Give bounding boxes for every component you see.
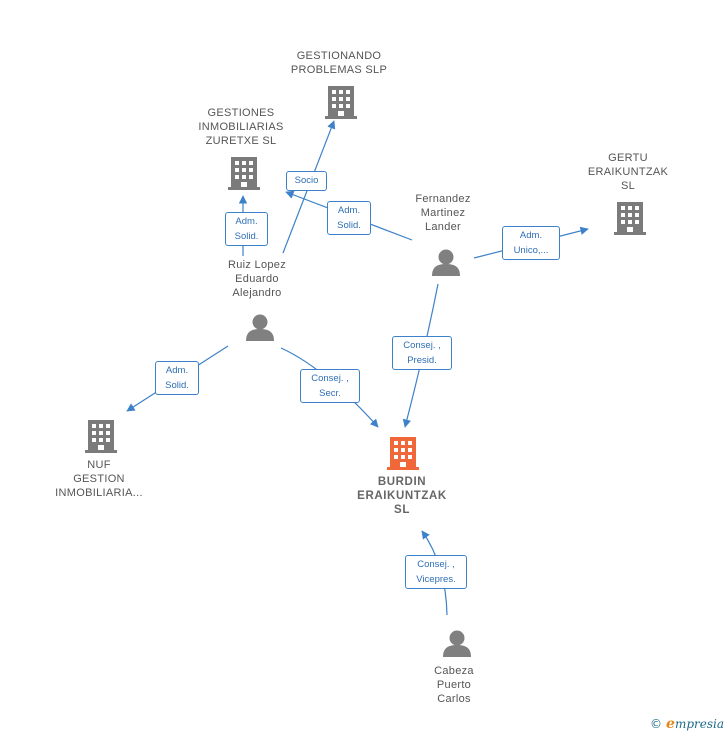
- node-label-cabeza[interactable]: Cabeza Puerto Carlos: [434, 665, 474, 705]
- building-icon[interactable]: [387, 437, 419, 470]
- person-icon[interactable]: [246, 314, 274, 342]
- node-label-zuretxe[interactable]: GESTIONES INMOBILIARIAS ZURETXE SL: [198, 107, 284, 147]
- edge-label-consej-presid[interactable]: Consej. , Presid.: [392, 336, 452, 370]
- building-icon[interactable]: [228, 157, 260, 190]
- building-icon[interactable]: [325, 86, 357, 119]
- node-label-nuf[interactable]: NUF GESTION INMOBILIARIA...: [55, 459, 143, 499]
- person-icon[interactable]: [432, 249, 460, 277]
- edge-label-adm-solid-zuretxe[interactable]: Adm. Solid.: [225, 212, 268, 246]
- brand-initial: e: [666, 716, 675, 732]
- edge-label-consej-vicepres[interactable]: Consej. , Vicepres.: [405, 555, 467, 589]
- edge-label-adm-unico[interactable]: Adm. Unico,...: [502, 226, 560, 260]
- node-label-gestionando[interactable]: GESTIONANDO PROBLEMAS SLP: [290, 50, 388, 76]
- node-label-gertu[interactable]: GERTU ERAIKUNTZAK SL: [587, 152, 669, 192]
- person-icon[interactable]: [443, 630, 471, 658]
- building-icon[interactable]: [85, 420, 117, 453]
- node-label-fernandez[interactable]: Fernandez Martinez Lander: [415, 193, 471, 233]
- copyright-symbol: ©: [650, 717, 663, 731]
- node-label-ruiz[interactable]: Ruiz Lopez Eduardo Alejandro: [227, 259, 287, 299]
- edge-label-consej-secr[interactable]: Consej. , Secr.: [300, 369, 360, 403]
- brand-logo: ©empresia: [650, 716, 724, 732]
- brand-name: mpresia: [674, 717, 724, 731]
- node-label-burdin[interactable]: BURDIN ERAIKUNTZAK SL: [357, 476, 447, 516]
- building-icon[interactable]: [614, 202, 646, 235]
- edge-label-socio[interactable]: Socio: [286, 171, 327, 191]
- edge-label-adm-solid-fernandez[interactable]: Adm. Solid.: [327, 201, 371, 235]
- edge-label-adm-solid-nuf[interactable]: Adm. Solid.: [155, 361, 199, 395]
